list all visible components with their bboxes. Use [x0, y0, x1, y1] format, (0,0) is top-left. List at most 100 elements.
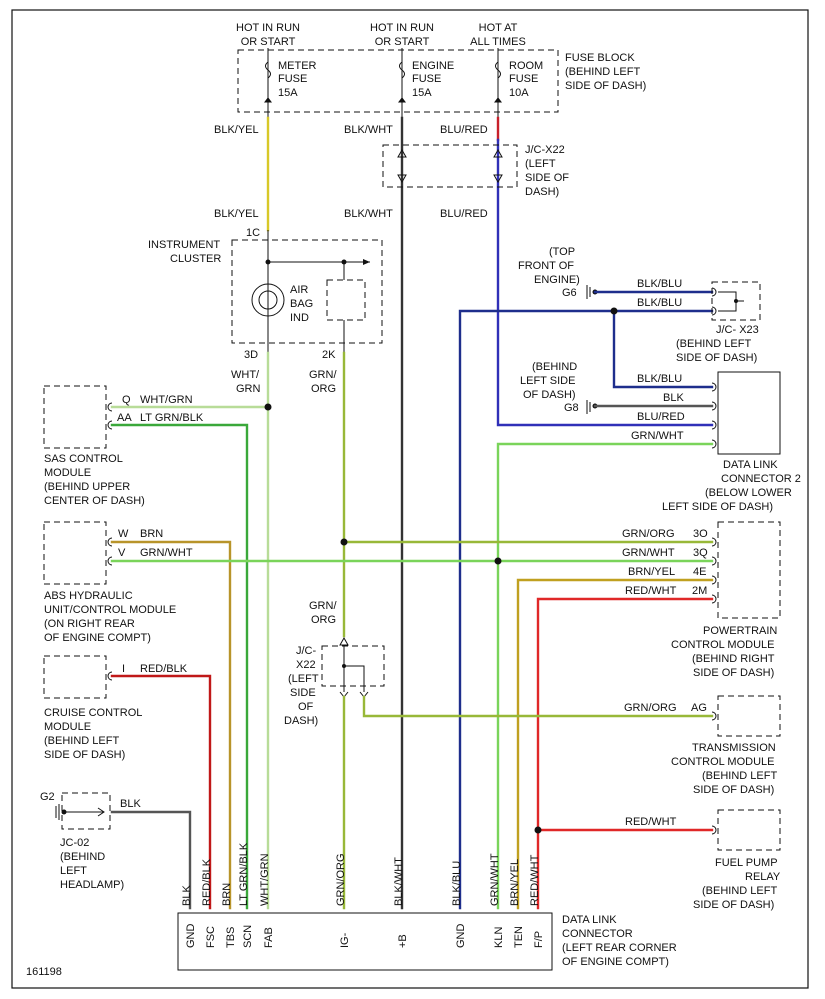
pin-1c: 1C — [246, 227, 260, 239]
wire-label-red-wht-pcm: RED/WHT — [625, 585, 677, 597]
dlc-pin-b: +B — [397, 934, 409, 948]
fp-label-3: (BEHIND LEFT — [702, 885, 777, 897]
wire-label-grn-org-tcm: GRN/ORG — [624, 702, 677, 714]
tcm: GRN/ORG AG TRANSMISSION CONTROL MODULE (… — [624, 695, 781, 796]
figure-id: 161198 — [26, 966, 62, 978]
hot-at: HOT AT — [479, 22, 518, 34]
sas-label-2: MODULE — [44, 467, 91, 479]
jc02-label-2: (BEHIND — [60, 851, 105, 863]
all-times: ALL TIMES — [470, 36, 526, 48]
wire-red-blk — [110, 674, 212, 910]
fuse-block-label-2: (BEHIND LEFT — [565, 66, 640, 78]
data-link-connector: BLK RED/BLK BRN LT GRN/BLK WHT/GRN GRN/O… — [177, 842, 677, 971]
meter-fuse-1: METER — [278, 60, 317, 72]
wire-blu-red — [496, 138, 714, 427]
wire-label-lt-grn-blk-sas: LT GRN/BLK — [140, 412, 204, 424]
dlc-wire-label-fsc: RED/BLK — [201, 858, 213, 906]
dlc-wire-label-ten: BRN/YEL — [509, 859, 521, 906]
ic-label-2: CLUSTER — [170, 253, 221, 265]
pcm-pin-3o: 3O — [693, 528, 708, 540]
dlc-box — [177, 912, 553, 971]
abs-pin-v: V — [118, 547, 126, 559]
wire-label-red-blk: RED/BLK — [140, 663, 188, 675]
dlc-wire-label-b: BLK/WHT — [393, 857, 405, 906]
instrument-cluster: INSTRUMENT CLUSTER 1C 3D 2K AIR BAG IND — [148, 227, 383, 361]
hot-in-run-2: HOT IN RUN — [370, 22, 434, 34]
ground-g6: (TOP FRONT OF ENGINE) G6 — [518, 246, 598, 299]
dlc-wire-label-gnd2: BLK/BLU — [451, 861, 463, 906]
wire-label-blk-yel-2: BLK/YEL — [214, 208, 259, 220]
wire-label-blu-red-1: BLU/RED — [440, 124, 488, 136]
dlc2-1: DATA LINK — [723, 459, 778, 471]
abs-module: W V BRN GRN/WHT ABS HYDRAULIC UNIT/CONTR… — [43, 521, 193, 644]
wire-blk-blu-dlc2 — [612, 309, 714, 389]
dlc-wire-label-ig: GRN/ORG — [335, 853, 347, 906]
dlc-label-3: (LEFT REAR CORNER — [562, 942, 677, 954]
abs-label-3: (ON RIGHT REAR — [44, 618, 135, 630]
jc-x22-low-2: X22 — [296, 659, 316, 671]
g6-label-3: ENGINE) — [534, 274, 580, 286]
tcm-label-2: CONTROL MODULE — [671, 756, 775, 768]
room-fuse-2: FUSE — [509, 73, 538, 85]
wire-label-grn-org-pcm: GRN/ORG — [622, 528, 675, 540]
pcm-label-4: SIDE OF DASH) — [693, 667, 774, 679]
wire-blk-blu-main — [458, 309, 714, 910]
or-start-1: OR START — [241, 36, 296, 48]
dlc-wire-label-tbs: BRN — [221, 883, 233, 906]
meter-fuse-2: FUSE — [278, 73, 307, 85]
frame — [11, 9, 809, 989]
g6-label-2: FRONT OF — [518, 260, 574, 272]
wire-label-blk-yel-1: BLK/YEL — [214, 124, 259, 136]
jc-x22-lower: J/C- X22 (LEFT SIDE OF DASH) — [284, 636, 385, 727]
pcm-pin-2m: 2M — [692, 585, 707, 597]
pcm-label-2: CONTROL MODULE — [671, 639, 775, 651]
wire-label-grn-wht-pcm: GRN/WHT — [622, 547, 675, 559]
fp-label-2: RELAY — [745, 871, 781, 883]
sas-pin-aa: AA — [117, 412, 132, 424]
jc-x22-low-4: SIDE — [290, 687, 316, 699]
jc-x22-low-3: (LEFT — [288, 673, 319, 685]
jc02-label-1: JC-02 — [60, 837, 89, 849]
wire-red-wht — [536, 597, 714, 910]
wire-label-blk-blu-2: BLK/BLU — [637, 297, 682, 309]
room-fuse-3: 10A — [509, 87, 529, 99]
or-start-2: OR START — [375, 36, 430, 48]
jc-x22-low-1: J/C- — [296, 645, 317, 657]
wire-label-blk-g8: BLK — [663, 392, 684, 404]
wire-label-blu-red-3: BLU/RED — [637, 411, 685, 423]
wire-label-brn-yel-pcm: BRN/YEL — [628, 566, 675, 578]
ic-label-1: INSTRUMENT — [148, 239, 220, 251]
pcm: GRN/ORG GRN/WHT BRN/YEL RED/WHT 3O 3Q 4E… — [622, 521, 781, 679]
g8-label-2: LEFT SIDE — [520, 375, 575, 387]
wire-label-wht-grn-b: GRN — [236, 383, 261, 395]
dlc2-3: (BELOW LOWER — [705, 487, 792, 499]
jc02-label-3: LEFT — [60, 865, 87, 877]
room-fuse-1: ROOM — [509, 60, 543, 72]
jc-x22-top-2: (LEFT — [525, 158, 556, 170]
jc-x22-low-5: OF — [298, 701, 314, 713]
engine-fuse-3: 15A — [412, 87, 432, 99]
sas-label-4: CENTER OF DASH) — [44, 495, 145, 507]
jc-x22-top-3: SIDE OF — [525, 172, 569, 184]
air-bag-3: IND — [290, 312, 309, 324]
dlc-pin-kln: KLN — [493, 927, 505, 948]
pin-2k: 2K — [322, 349, 336, 361]
air-bag-lamp-icon — [251, 283, 285, 317]
pcm-pin-3q: 3Q — [693, 547, 708, 559]
jc-x22-low-6: DASH) — [284, 715, 318, 727]
tcm-label-4: SIDE OF DASH) — [693, 784, 774, 796]
wire-label-blk-wht-1: BLK/WHT — [344, 124, 393, 136]
jc-x22-top: J/C-X22 (LEFT SIDE OF DASH) — [382, 144, 569, 198]
jc-x23-1: J/C- X23 — [716, 324, 759, 336]
fuse-block-label-1: FUSE BLOCK — [565, 52, 635, 64]
abs-label-2: UNIT/CONTROL MODULE — [44, 604, 176, 616]
jc-02: G2 BLK JC-02 (BEHIND LEFT HEADLAMP) — [40, 791, 141, 891]
g2-id: G2 — [40, 791, 55, 803]
dlc-wire-label-fp: RED/WHT — [529, 854, 541, 906]
jc-x23-3: SIDE OF DASH) — [676, 352, 757, 364]
cruise-label-2: MODULE — [44, 721, 91, 733]
cruise-label-1: CRUISE CONTROL — [44, 707, 142, 719]
dlc-pin-fab: FAB — [263, 927, 275, 948]
wire-label-blk-wht-2: BLK/WHT — [344, 208, 393, 220]
fuel-pump-relay: RED/WHT FUEL PUMP RELAY (BEHIND LEFT SID… — [625, 809, 781, 911]
